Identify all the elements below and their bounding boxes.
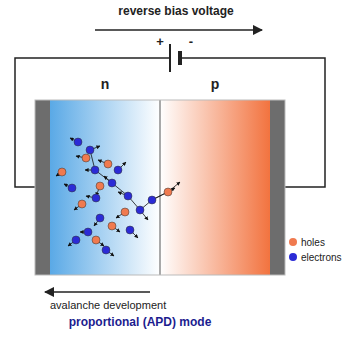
electron <box>136 206 144 214</box>
hole <box>92 236 100 244</box>
contact <box>35 100 50 275</box>
hole <box>108 222 116 230</box>
p-region <box>160 100 270 275</box>
hole <box>121 208 129 216</box>
electron <box>84 228 92 236</box>
polarity-sign: - <box>189 34 193 49</box>
electron <box>74 138 82 146</box>
wire <box>180 57 192 59</box>
electron <box>126 226 134 234</box>
electron <box>68 184 76 192</box>
n-region <box>50 100 160 275</box>
semiconductor-region: p <box>160 100 270 275</box>
caption: proportional (APD) mode <box>69 315 212 329</box>
electron <box>92 194 100 202</box>
legend-text: electrons <box>301 252 342 263</box>
region-label: n <box>101 76 110 92</box>
contact <box>270 100 285 275</box>
legend-swatch <box>289 238 297 246</box>
hole <box>96 182 104 190</box>
hole <box>58 168 66 176</box>
semiconductor-region: n <box>50 100 160 275</box>
legend-swatch <box>289 253 297 261</box>
electron <box>108 179 116 187</box>
electron <box>91 166 99 174</box>
electron <box>114 166 122 174</box>
electron <box>148 196 156 204</box>
hole <box>82 154 90 162</box>
legend-item: holes <box>289 236 325 248</box>
hole <box>104 160 112 168</box>
ionization-path <box>90 150 168 210</box>
legend-text: holes <box>301 237 325 248</box>
wire <box>160 57 170 59</box>
battery-gap <box>160 48 192 68</box>
avalanche-arrow <box>45 291 150 293</box>
hole <box>164 188 172 196</box>
electron <box>96 214 104 222</box>
avalanche-label: avalanche development <box>50 299 166 311</box>
bias-arrow <box>95 29 262 31</box>
electron <box>86 146 94 154</box>
hole <box>78 200 86 208</box>
voltage-label: reverse bias voltage <box>118 4 233 18</box>
electron <box>72 236 80 244</box>
electron <box>102 246 110 254</box>
electron <box>124 192 132 200</box>
device-outline <box>35 100 285 275</box>
polarity-sign: + <box>156 34 164 49</box>
legend-item: electrons <box>289 251 342 263</box>
region-label: p <box>211 76 220 92</box>
junction <box>160 100 161 275</box>
